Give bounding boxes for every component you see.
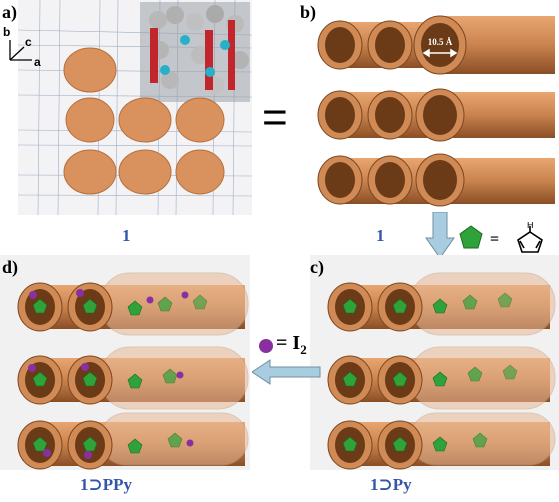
iodine-legend-text: = I2 xyxy=(276,332,307,358)
iodine-sphere-icon xyxy=(259,339,273,353)
svg-text:H: H xyxy=(527,222,534,230)
tube-array-illustration: 10.5 Å xyxy=(317,15,555,207)
panel-b-label: b) xyxy=(300,2,317,22)
pyrrole-monomer-icon xyxy=(517,226,543,253)
panel-d-caption: 1⊃PPy xyxy=(80,475,133,494)
panel-a-label: a) xyxy=(2,2,17,22)
iodine-formula: = I xyxy=(276,332,301,354)
axis-b-label: b xyxy=(3,25,11,39)
panel-c-py-loaded: c) xyxy=(310,255,559,470)
pore-size-label: 10.5 Å xyxy=(428,37,453,47)
axis-c-label: c xyxy=(25,35,32,49)
panel-a-framework: b c a a) 1 xyxy=(0,0,252,245)
panel-d-label: d) xyxy=(2,257,19,277)
green-pentagon-icon xyxy=(459,225,483,249)
panel-b-tubes: 10.5 Å b) xyxy=(300,0,559,215)
framework-illustration xyxy=(9,0,252,216)
pyrrole-legend: = H xyxy=(459,222,543,253)
panel-d-ppy-loaded: d) xyxy=(0,255,250,470)
py-loaded-illustration xyxy=(310,255,559,470)
panel-c-caption: 1⊃Py xyxy=(370,475,412,494)
equals-sign: = xyxy=(262,93,288,142)
pore-size-marker xyxy=(422,48,458,58)
svg-text:=: = xyxy=(490,231,499,248)
axis-a-label: a xyxy=(34,55,41,69)
panel-b-caption: 1 xyxy=(376,226,385,245)
axes-icon xyxy=(9,40,32,61)
ppy-loaded-illustration xyxy=(0,255,250,470)
panel-a-caption: 1 xyxy=(122,226,131,245)
left-arrow-icon xyxy=(252,359,321,385)
panel-c-label: c) xyxy=(310,257,324,277)
iodine-subscript: 2 xyxy=(300,342,307,357)
down-arrow-icon xyxy=(425,212,455,259)
